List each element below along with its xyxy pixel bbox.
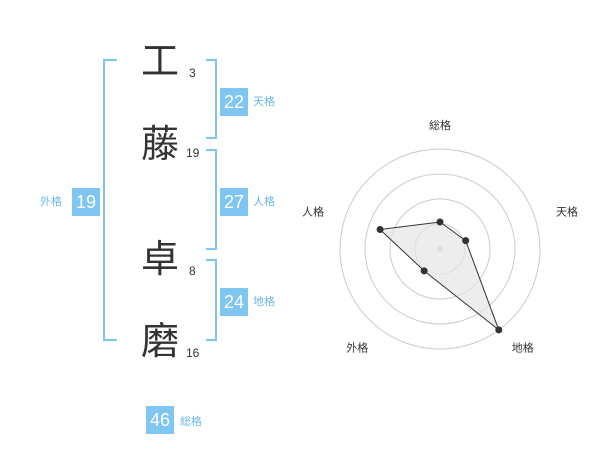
jinkaku-value: 27 bbox=[220, 188, 248, 216]
radar-ring bbox=[364, 173, 516, 325]
name-char-1: 工 bbox=[141, 39, 180, 83]
soukaku-label: 総格 bbox=[180, 415, 202, 428]
tenkaku-bracket bbox=[206, 59, 217, 139]
stroke-count-3: 8 bbox=[189, 264, 196, 278]
name-char-4: 磨 bbox=[141, 319, 180, 363]
jinkaku-label: 人格 bbox=[253, 195, 275, 208]
radar-point-4 bbox=[420, 267, 428, 275]
radar-axis-label-4: 外格 bbox=[346, 341, 368, 355]
radar-axis-label-3: 地格 bbox=[512, 341, 534, 355]
radar-ring bbox=[339, 148, 541, 350]
radar-axis-label-1: 総格 bbox=[429, 118, 451, 132]
radar-point-3 bbox=[495, 326, 503, 334]
outer-bracket bbox=[103, 59, 117, 341]
chikaku-value: 24 bbox=[220, 288, 248, 316]
radar-axis-label-2: 天格 bbox=[556, 204, 578, 218]
radar-polygon bbox=[378, 221, 500, 332]
soukaku-value: 46 bbox=[146, 406, 174, 434]
stroke-count-4: 16 bbox=[186, 346, 200, 360]
tenkaku-label: 天格 bbox=[253, 95, 275, 108]
chikaku-label: 地格 bbox=[253, 295, 275, 308]
stroke-count-2: 19 bbox=[186, 146, 200, 160]
radar-axis-label-5: 人格 bbox=[302, 204, 324, 218]
stroke-count-1: 3 bbox=[189, 66, 196, 80]
radar-point-2 bbox=[462, 237, 470, 245]
chikaku-bracket bbox=[206, 259, 217, 341]
radar-point-5 bbox=[376, 226, 384, 234]
radar-point-1 bbox=[436, 218, 444, 226]
gaikaku-label: 外格 bbox=[40, 195, 62, 208]
name-char-3: 卓 bbox=[141, 237, 180, 281]
jinkaku-bracket bbox=[206, 149, 217, 250]
name-char-2: 藤 bbox=[141, 122, 180, 166]
gaikaku-value: 19 bbox=[72, 188, 100, 216]
tenkaku-value: 22 bbox=[220, 88, 248, 116]
radar-ring bbox=[389, 198, 491, 300]
